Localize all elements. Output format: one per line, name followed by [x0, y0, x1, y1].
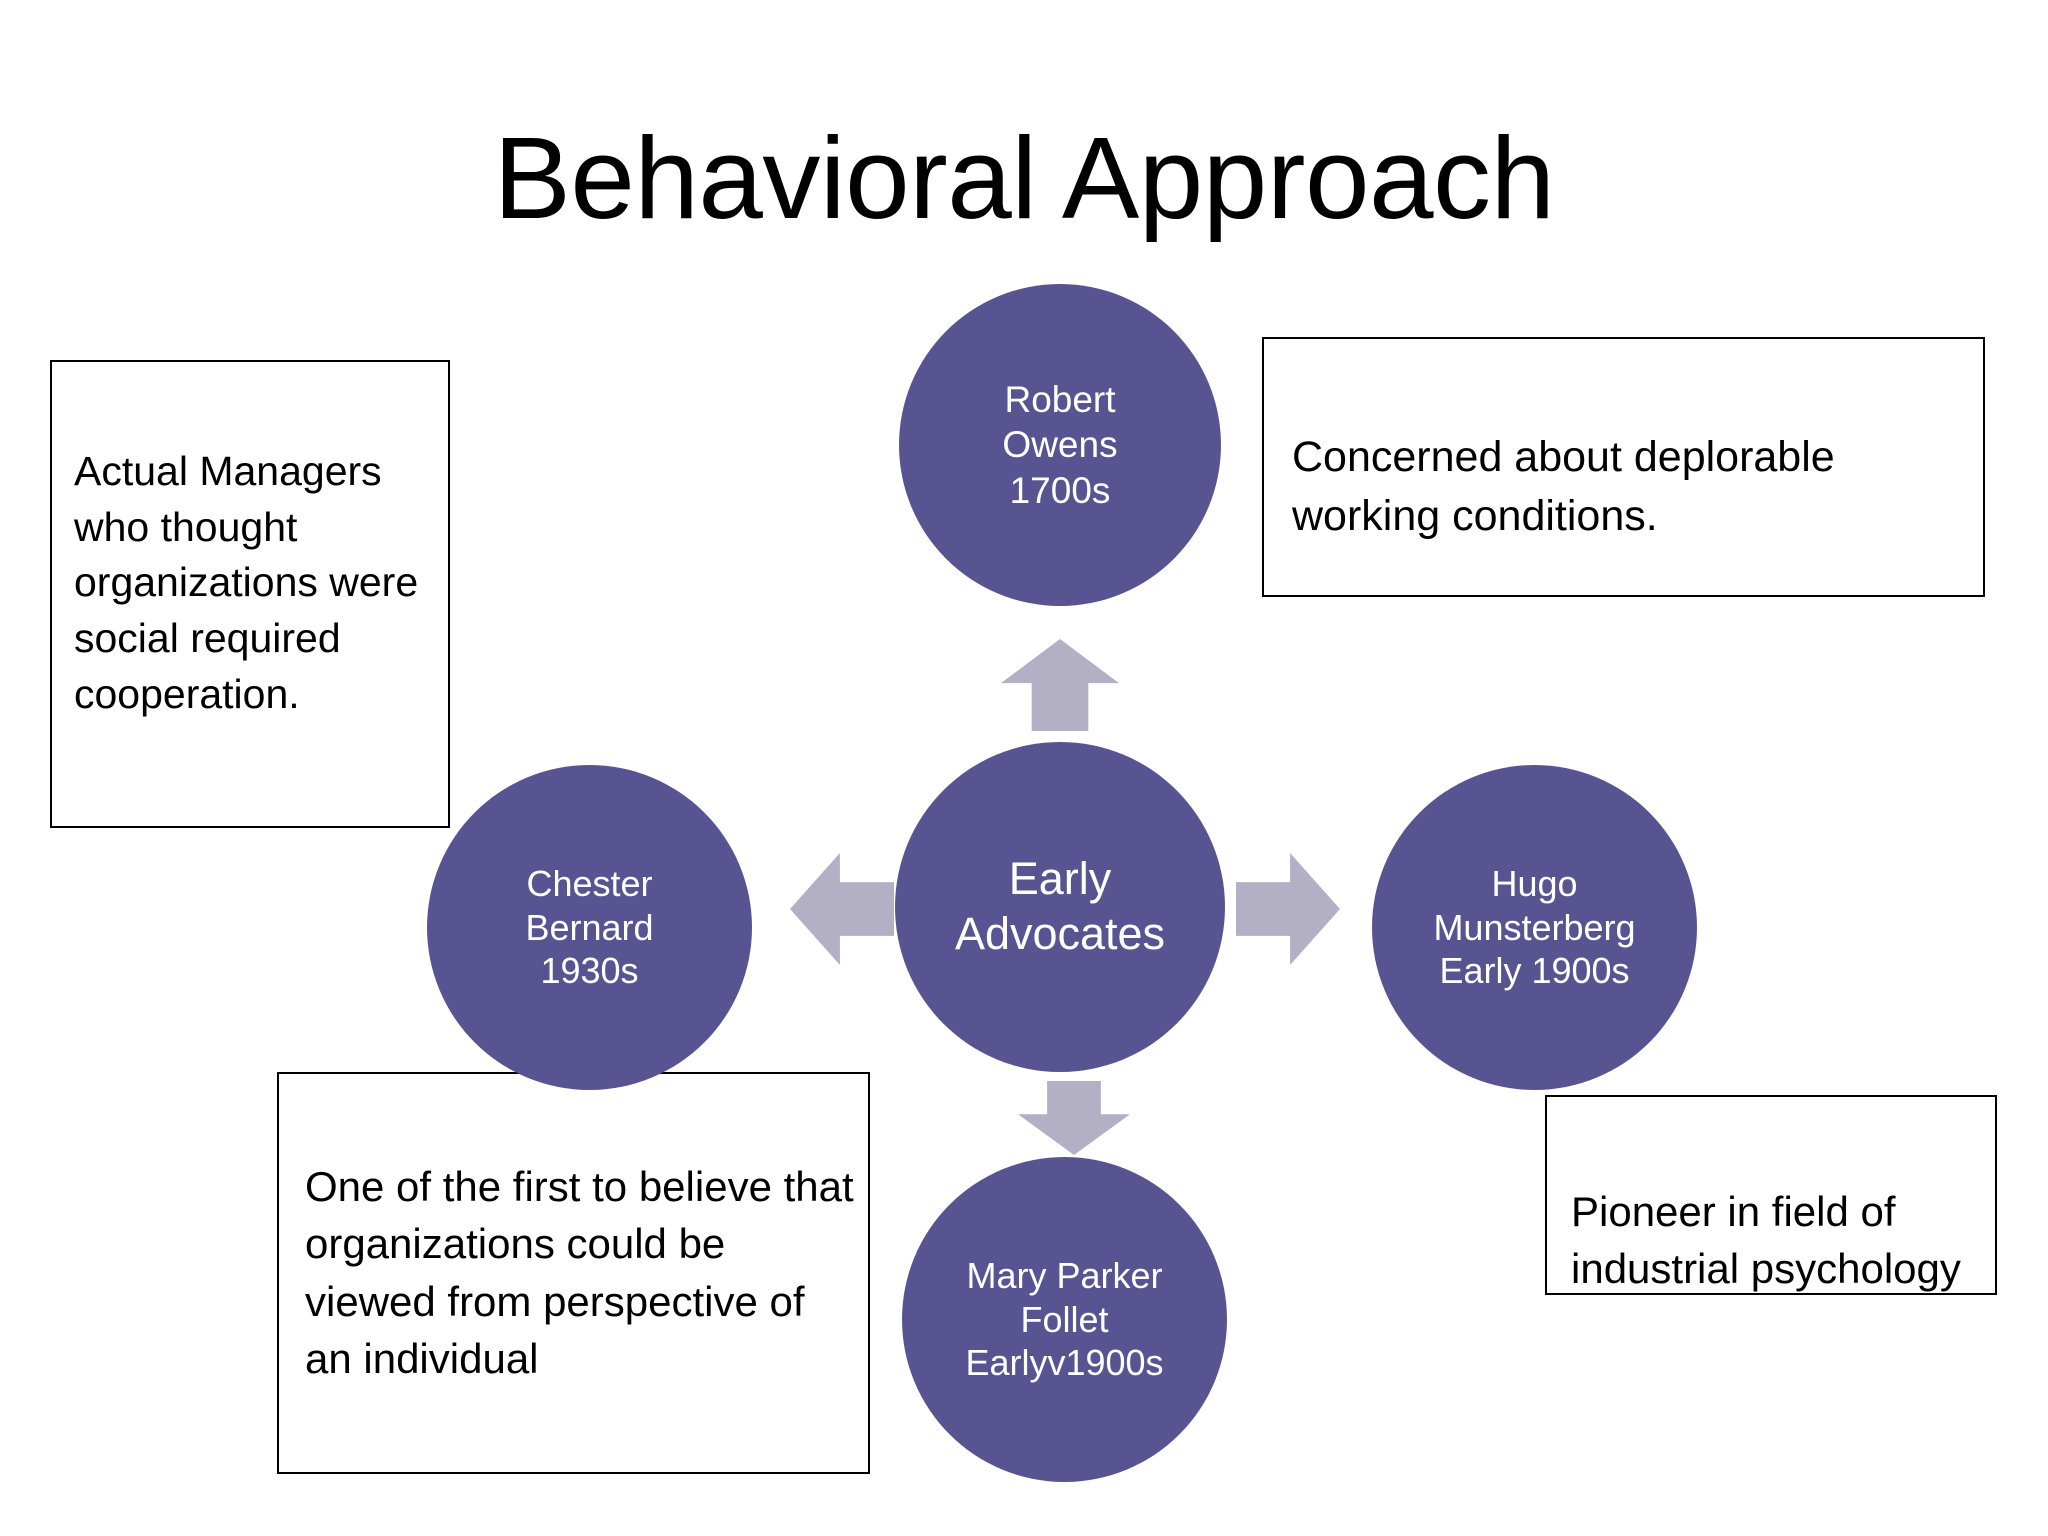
- arrow-left-icon: [790, 853, 894, 965]
- node-circle-robert-owens[interactable]: Robert Owens 1700s: [899, 284, 1221, 606]
- callout-box-top-right: Concerned about deplorable working condi…: [1262, 337, 1985, 597]
- page-title: Behavioral Approach: [493, 113, 1555, 243]
- callout-bottom-right-text: Pioneer in field of industrial psycholog…: [1571, 1187, 1961, 1293]
- node-circle-chester-bernard[interactable]: Chester Bernard 1930s: [427, 765, 752, 1090]
- arrow-up-icon: [1001, 639, 1119, 731]
- node-label-hugo-munsterberg: Hugo Munsterberg Early 1900s: [1433, 862, 1636, 992]
- callout-box-left: Actual Managers who thought organization…: [50, 360, 450, 828]
- node-label-early-advocates: Early Advocates: [954, 853, 1166, 959]
- node-circle-early-advocates[interactable]: Early Advocates: [895, 742, 1225, 1072]
- arrow-right-icon: [1236, 853, 1340, 965]
- callout-box-bottom-right: Pioneer in field of industrial psycholog…: [1545, 1095, 1997, 1295]
- node-label-robert-owens: Robert Owens 1700s: [1002, 379, 1118, 511]
- callout-box-bottom-left: One of the first to believe that organiz…: [277, 1072, 870, 1474]
- callout-bottom-left-text: One of the first to believe that organiz…: [305, 1162, 854, 1383]
- callout-left-text: Actual Managers who thought organization…: [74, 447, 419, 717]
- node-circle-mary-parker-follet[interactable]: Mary Parker Follet Earlyv1900s: [902, 1157, 1227, 1482]
- node-label-mary-parker-follet: Mary Parker Follet Earlyv1900s: [965, 1254, 1164, 1384]
- node-circle-hugo-munsterberg[interactable]: Hugo Munsterberg Early 1900s: [1372, 765, 1697, 1090]
- callout-top-right-text: Concerned about deplorable working condi…: [1292, 432, 1835, 540]
- arrow-down-icon: [1018, 1081, 1130, 1155]
- node-label-chester-bernard: Chester Bernard 1930s: [525, 862, 654, 992]
